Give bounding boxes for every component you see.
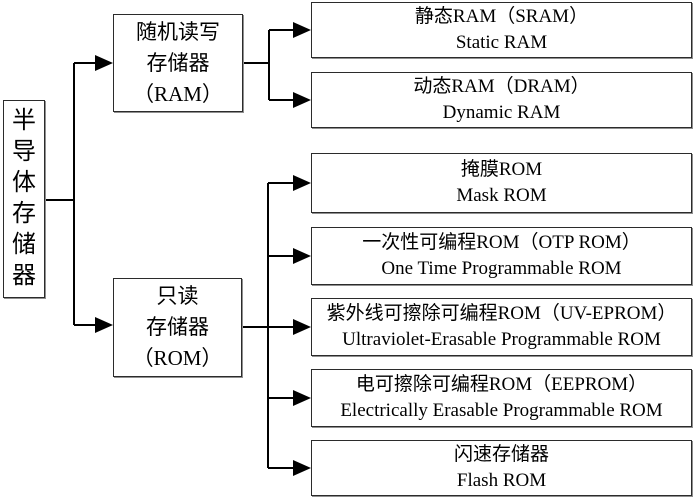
node-label-cn: 掩膜ROM xyxy=(460,159,543,180)
node-otp-rom: 一次性可编程ROM（OTP ROM） One Time Programmable… xyxy=(311,227,692,285)
node-label-cn: 闪速存储器 xyxy=(453,444,549,465)
arrow-root-to-rom xyxy=(74,317,113,333)
node-label-en: Electrically Erasable Programmable ROM xyxy=(340,400,663,421)
arrow-rom-to-otp xyxy=(268,248,311,264)
connector-root xyxy=(45,63,75,325)
node-flash-rom: 闪速存储器 Flash ROM xyxy=(311,440,692,496)
connector-rom xyxy=(242,183,269,468)
node-label-cn: 随机读写 存储器 （RAM） xyxy=(133,19,223,106)
node-label-cn: 动态RAM（DRAM） xyxy=(413,76,590,97)
node-uv-eprom: 紫外线可擦除可编程ROM（UV-EPROM） Ultraviolet-Erasa… xyxy=(311,298,692,356)
node-label-cn: 紫外线可擦除可编程ROM（UV-EPROM） xyxy=(326,303,677,324)
node-label-en: Ultraviolet-Erasable Programmable ROM xyxy=(342,329,661,350)
arrow-rom-to-uveprom xyxy=(268,319,311,335)
node-label-en: Dynamic RAM xyxy=(442,102,561,123)
arrow-root-to-ram xyxy=(74,55,113,71)
node-label-en: Static RAM xyxy=(455,32,548,53)
node-ram: 随机读写 存储器 （RAM） xyxy=(113,14,243,112)
arrow-rom-to-eeprom xyxy=(268,390,311,406)
node-semiconductor-memory: 半导体存储器 xyxy=(3,100,45,298)
connector-ram xyxy=(243,30,270,100)
node-dram: 动态RAM（DRAM） Dynamic RAM xyxy=(311,72,692,128)
node-label-cn: 一次性可编程ROM（OTP ROM） xyxy=(362,232,641,253)
node-label-en: Mask ROM xyxy=(456,185,547,206)
node-rom: 只读 存储器 （ROM） xyxy=(113,278,242,377)
node-label-en: One Time Programmable ROM xyxy=(381,258,622,279)
node-label-cn: 只读 存储器 （ROM） xyxy=(132,284,223,370)
node-label-en: Flash ROM xyxy=(456,470,547,491)
arrow-ram-to-sram xyxy=(269,22,311,38)
arrow-rom-to-flash xyxy=(268,460,311,476)
arrow-ram-to-dram xyxy=(269,92,311,108)
node-label-cn: 电可擦除可编程ROM（EEPROM） xyxy=(355,374,648,395)
arrow-rom-to-mask xyxy=(268,175,311,191)
node-label-cn: 静态RAM（SRAM） xyxy=(414,6,589,27)
node-mask-rom: 掩膜ROM Mask ROM xyxy=(311,153,692,213)
node-sram: 静态RAM（SRAM） Static RAM xyxy=(311,2,692,58)
node-eeprom: 电可擦除可编程ROM（EEPROM） Electrically Erasable… xyxy=(311,369,692,427)
node-label-cn: 半导体存储器 xyxy=(12,108,36,289)
